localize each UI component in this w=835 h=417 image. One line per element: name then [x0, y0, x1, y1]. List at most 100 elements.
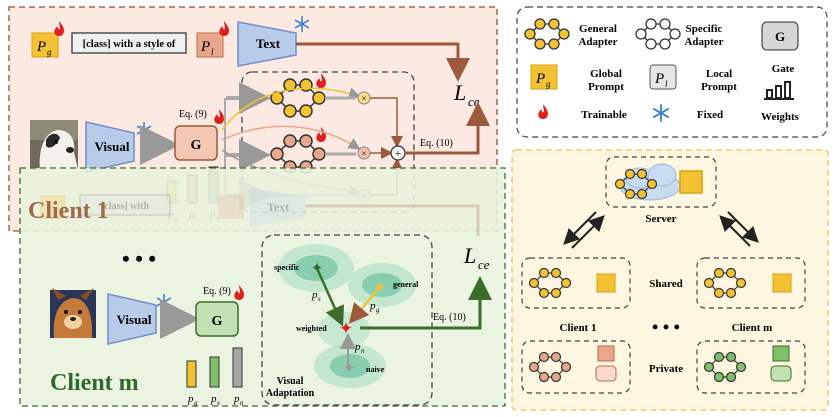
- vis-label-general: general: [393, 280, 419, 289]
- client1-gate-label: G: [191, 138, 202, 153]
- client1-loss-label: L: [453, 80, 466, 105]
- clientm-bar-sub-g: g: [194, 399, 198, 407]
- client1-input-image: [30, 120, 78, 170]
- legend-gate-box-label: G: [775, 29, 785, 44]
- client1-name: Client 1: [28, 198, 109, 224]
- clientm-shared-prompt-icon: [772, 273, 792, 293]
- svg-text:+: +: [395, 146, 402, 160]
- client1-general-adapter: [270, 78, 326, 118]
- server-label: Server: [645, 213, 676, 225]
- legend-pg-sub: g: [546, 79, 551, 89]
- clientm-shared-box: [696, 257, 806, 309]
- clientm-shared-adapter-icon: [703, 267, 747, 299]
- svg-text:×: ×: [361, 94, 366, 104]
- svg-text:×: ×: [361, 149, 366, 159]
- clientm-bar-label-n: p: [233, 393, 240, 405]
- legend-pg: P: [535, 71, 545, 87]
- client1-gate: [174, 125, 218, 161]
- clientm-private-box: [696, 340, 806, 394]
- legend-gate-label: Gate: [772, 63, 795, 75]
- sync-arrow-left: [563, 211, 605, 249]
- specific-star-icon: ✦: [311, 261, 324, 277]
- client1-pg-sub: g: [47, 47, 52, 57]
- shared-label: Shared: [649, 278, 682, 290]
- client1-private-adapter-icon: [528, 351, 572, 383]
- ghost-prompt-row: [class] with Text: [40, 187, 480, 236]
- client1-eq9: Eq. (9): [179, 109, 207, 120]
- legend-general-adapter-label-2: Adapter: [578, 36, 617, 48]
- client1-visual-encoder-label: Visual: [95, 139, 130, 154]
- server-general-adapter-icon: [614, 168, 658, 200]
- clientm-bar-sub-n: n: [240, 399, 244, 407]
- svg-text:Text: Text: [267, 200, 289, 214]
- text-to-loss-arrow: [296, 42, 470, 82]
- naive-star-icon: ✦: [343, 361, 356, 377]
- legend-local-prompt-label-1: Local: [706, 68, 732, 80]
- clients-ellipsis: • • •: [122, 246, 156, 271]
- client1-template-text: [class] with a style of: [83, 39, 176, 50]
- clientm-gate: [195, 301, 239, 337]
- client1-private-local-prompt-icon: [597, 345, 615, 362]
- general-star-icon: ✦: [374, 280, 387, 296]
- federation-panel: [511, 149, 829, 411]
- server-box: [605, 156, 717, 208]
- client1-pl-label: P: [200, 39, 210, 55]
- client1-visual-encoder: [85, 121, 135, 173]
- vis-label-naive: naive: [366, 365, 385, 374]
- vis-title-2: Adaptation: [266, 388, 315, 399]
- legend-global-prompt-label-2: Prompt: [588, 81, 624, 93]
- legend-general-adapter-label-1: General: [579, 23, 617, 35]
- clientm-input-image: [50, 288, 96, 338]
- legend-fixed-label: Fixed: [697, 109, 723, 121]
- clientm-loss-sub: ce: [478, 257, 490, 272]
- weight-s-arrow: [221, 125, 361, 150]
- clientm-loss-label: L: [463, 243, 476, 268]
- sum-to-loss-arrow: [405, 102, 490, 155]
- fed-clients-ellipsis: • • •: [652, 317, 680, 337]
- client1-global-prompt: [31, 32, 59, 58]
- server-global-prompt-icon: [679, 170, 703, 194]
- client1-text-encoder: [237, 21, 297, 67]
- svg-text:[class] with: [class] with: [101, 201, 149, 212]
- client1-shared-adapter-icon: [528, 267, 572, 299]
- specific-to-weighted-arrow: [314, 265, 345, 327]
- clientm-bar-label-g: p: [187, 393, 194, 405]
- legend-weights-icon: [764, 81, 794, 100]
- fed-clientm-label: Client m: [732, 322, 773, 334]
- clientm-visual-encoder: [107, 293, 157, 345]
- legend-specific-adapter-icon: [635, 18, 681, 50]
- clientm-to-loss-arrow: [360, 276, 492, 330]
- legend-global-prompt-label-1: Global: [590, 68, 622, 80]
- vis-pg-sub: g: [376, 306, 380, 314]
- client1-text-encoder-label: Text: [256, 36, 281, 51]
- vis-pg: p: [369, 300, 376, 312]
- client1-private-gate-icon: [595, 365, 617, 382]
- fed-client1-label: Client 1: [560, 322, 597, 334]
- legend-local-prompt-label-2: Prompt: [701, 81, 737, 93]
- legend-gate-box: [761, 21, 799, 51]
- clientm-bar-label-s: p: [210, 393, 217, 405]
- legend-weights-label: Weights: [761, 111, 800, 123]
- clientm-gate-weights: [186, 347, 243, 388]
- clientm-eq10: Eq. (10): [433, 312, 466, 323]
- legend-global-prompt-box: [530, 64, 558, 90]
- legend-local-prompt-box: [649, 64, 677, 90]
- client1-pg-label: P: [36, 39, 46, 55]
- clientm-gate-label: G: [212, 314, 223, 329]
- private-label: Private: [649, 363, 683, 375]
- vis-label-weighted: weighted: [296, 324, 327, 333]
- legend-pl: P: [654, 71, 664, 87]
- clientm-private-adapter-icon: [703, 351, 747, 383]
- sync-arrow-right: [719, 211, 759, 247]
- visual-adaptation-box: [261, 234, 433, 406]
- client1-private-box: [521, 340, 631, 394]
- general-to-sum: [370, 97, 403, 148]
- client1-shared-box: [521, 257, 631, 309]
- clientm-name: Client m: [50, 370, 139, 396]
- weighted-star-icon: ✦: [339, 319, 353, 338]
- client1-shared-prompt-icon: [596, 273, 616, 293]
- vis-ps-sub: s: [318, 295, 321, 303]
- vis-pn: p: [354, 341, 361, 353]
- clientm-private-local-prompt-icon: [772, 345, 790, 362]
